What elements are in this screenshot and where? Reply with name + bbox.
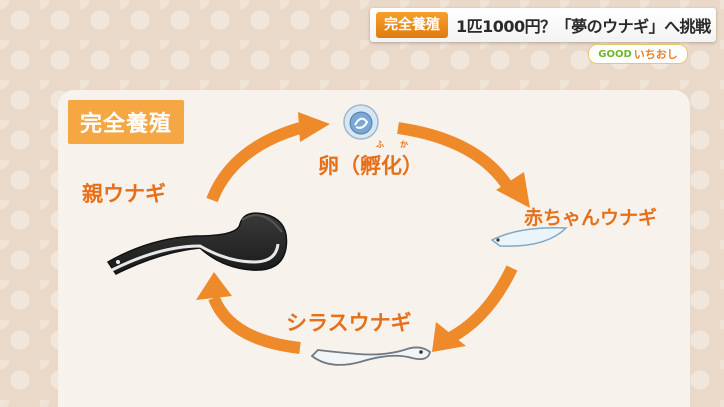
caption-headline: 1匹1000円？「夢のウナギ」へ挑戦 xyxy=(456,17,711,36)
arrowhead-baby xyxy=(496,172,530,208)
show-logo: GOOD いちおし xyxy=(588,44,688,64)
arrowhead-parent xyxy=(196,272,232,300)
glass-eel-icon xyxy=(310,346,431,366)
label-glass-eel: シラスウナギ xyxy=(286,311,412,335)
baby-eel-icon xyxy=(490,227,568,247)
ruby-ka: か xyxy=(400,140,408,149)
show-logo-part2: いちおし xyxy=(633,48,678,61)
parent-eel-icon xyxy=(106,212,288,275)
arrowhead-egg xyxy=(298,112,330,142)
arrow-parent-to-egg xyxy=(206,122,302,203)
show-logo-part1: GOOD xyxy=(598,48,632,60)
label-baby-eel: 赤ちゃんウナギ xyxy=(524,207,658,229)
ruby-fu: ふ xyxy=(376,140,384,149)
egg-icon xyxy=(343,104,379,140)
arrowhead-glass xyxy=(432,322,466,352)
arrow-glass-to-parent xyxy=(208,295,301,354)
news-caption-bar: 完全養殖 1匹1000円？「夢のウナギ」へ挑戦 xyxy=(370,8,716,42)
diagram-title: 完全養殖 xyxy=(68,100,185,144)
arrow-baby-to-glass xyxy=(447,265,518,344)
label-parent-eel: 親ウナギ xyxy=(82,182,166,206)
label-egg: ふ か 卵（孵化） xyxy=(318,140,423,180)
label-egg-text: 卵（孵化） xyxy=(318,154,423,178)
caption-tag: 完全養殖 xyxy=(376,12,448,38)
arrow-egg-to-baby xyxy=(397,122,516,194)
